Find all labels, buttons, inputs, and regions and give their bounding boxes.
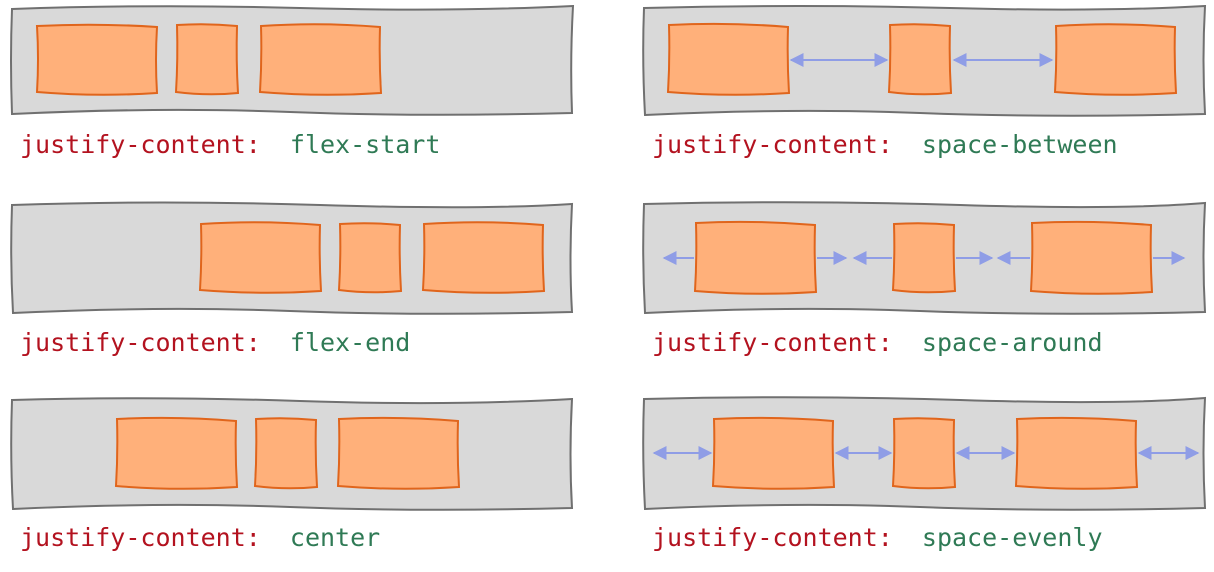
- flex-item-2: [174, 23, 240, 96]
- justify-content-label: justify-content: space-between: [652, 130, 1118, 159]
- justify-content-label: justify-content: space-evenly: [652, 523, 1103, 552]
- justify-content-label: justify-content: flex-end: [20, 328, 410, 357]
- flex-item-1: [693, 220, 818, 295]
- flex-item-1: [35, 23, 159, 96]
- property-name: justify-content:: [20, 523, 261, 552]
- flex-item-2: [891, 417, 957, 490]
- flex-item-3: [336, 416, 461, 490]
- flex-item-2: [337, 222, 403, 294]
- flex-item-3: [1053, 23, 1178, 96]
- flex-item-1: [666, 22, 791, 96]
- property-name: justify-content:: [20, 328, 261, 357]
- panel-flex-start: justify-content: flex-start: [10, 4, 575, 159]
- flex-item-2: [891, 222, 957, 294]
- justify-content-label: justify-content: center: [20, 523, 380, 552]
- property-value: space-around: [922, 328, 1103, 357]
- flex-item-3: [421, 221, 546, 294]
- flex-item-1: [198, 221, 323, 294]
- flex-item-1: [711, 416, 836, 490]
- panel-flex-end: justify-content: flex-end: [10, 201, 574, 357]
- property-value: center: [290, 523, 380, 552]
- panel-center: justify-content: center: [10, 397, 574, 552]
- flex-item-1: [114, 416, 239, 490]
- flex-item-3: [1029, 220, 1154, 295]
- flex-item-3: [258, 23, 383, 96]
- panel-space-around: justify-content: space-around: [642, 201, 1207, 357]
- property-name: justify-content:: [652, 523, 893, 552]
- panel-space-between: justify-content: space-between: [642, 4, 1207, 159]
- flex-item-2: [253, 417, 319, 490]
- property-value: space-between: [922, 130, 1118, 159]
- justify-content-label: justify-content: flex-start: [20, 130, 440, 159]
- property-name: justify-content:: [652, 130, 893, 159]
- property-value: flex-start: [290, 130, 441, 159]
- property-value: space-evenly: [922, 523, 1103, 552]
- flex-item-2: [887, 23, 953, 96]
- property-name: justify-content:: [652, 328, 893, 357]
- property-name: justify-content:: [20, 130, 261, 159]
- panel-space-evenly: justify-content: space-evenly: [642, 396, 1207, 552]
- property-value: flex-end: [290, 328, 410, 357]
- justify-content-label: justify-content: space-around: [652, 328, 1103, 357]
- flex-item-3: [1014, 416, 1139, 490]
